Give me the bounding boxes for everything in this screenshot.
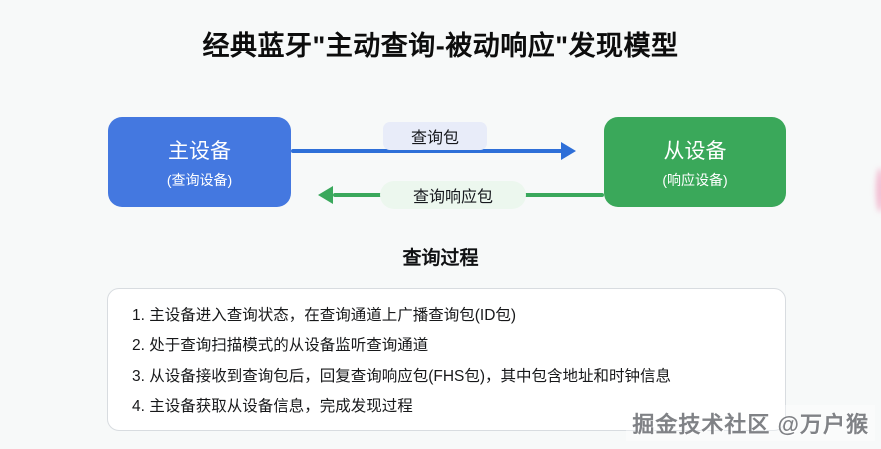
response-packet-badge: 查询响应包	[380, 181, 526, 209]
process-step-3: 3. 从设备接收到查询包后，回复查询响应包(FHS包)，其中包含地址和时钟信息	[132, 367, 672, 385]
query-packet-badge: 查询包	[383, 122, 487, 150]
page-title: 经典蓝牙"主动查询-被动响应"发现模型	[202, 31, 679, 61]
query-arrow-right-icon	[561, 142, 576, 160]
master-device-sublabel: (查询设备)	[166, 171, 233, 188]
master-device-label: 主设备	[168, 139, 231, 163]
query-arrow-line	[291, 149, 563, 153]
slave-device-sublabel: (响应设备)	[662, 171, 728, 188]
response-arrow-left-icon	[318, 186, 333, 204]
slave-device-label: 从设备	[663, 139, 727, 163]
watermark: 掘金技术社区 @万户猴	[626, 405, 875, 441]
process-heading: 查询过程	[402, 248, 479, 269]
slave-device-node: 从设备 (响应设备)	[604, 117, 786, 207]
process-step-1: 1. 主设备进入查询状态，在查询通道上广播查询包(ID包)	[132, 307, 517, 325]
response-packet-label: 查询响应包	[412, 189, 493, 206]
process-step-2: 2. 处于查询扫描模式的从设备监听查询通道	[132, 337, 429, 355]
query-packet-label: 查询包	[410, 130, 459, 147]
process-steps-card: 1. 主设备进入查询状态，在查询通道上广播查询包(ID包) 2. 处于查询扫描模…	[107, 288, 786, 431]
process-step-4: 4. 主设备获取从设备信息，完成发现过程	[132, 397, 413, 415]
master-device-node: 主设备 (查询设备)	[108, 117, 291, 207]
pink-smudge-decoration	[876, 168, 881, 212]
